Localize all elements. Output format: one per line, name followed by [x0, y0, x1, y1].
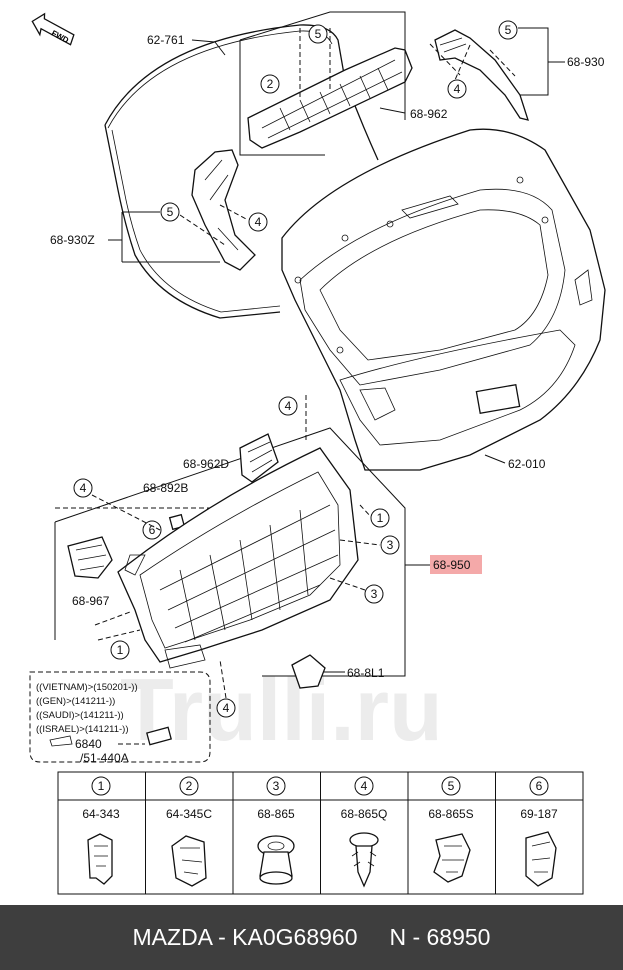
- col-header-3: 3: [273, 779, 280, 793]
- label-68-962d: 68-962D: [183, 457, 229, 471]
- callout-4-lower: [216, 698, 236, 718]
- col-header-4: 4: [361, 779, 368, 793]
- highlight-68-950: [430, 555, 482, 574]
- clip-pn-4: 68-865Q: [341, 807, 388, 821]
- fwd-arrow-icon: FWD: [31, 12, 75, 46]
- clip-pn-5: 68-865S: [428, 807, 473, 821]
- cover-68-967: [67, 536, 113, 579]
- variant-note-box: [29, 671, 211, 763]
- callout-5-right: [498, 20, 518, 40]
- callout-3-upper: [380, 535, 400, 555]
- clip-table-headers: 1 2 3 4 5 6: [91, 776, 549, 796]
- svg-text:5: 5: [167, 205, 174, 219]
- callout-1-left: [110, 640, 130, 660]
- clip-3-icon: [257, 835, 295, 885]
- label-68-962: 68-962: [410, 107, 448, 121]
- clip-2-icon: [171, 835, 207, 887]
- svg-text:4: 4: [454, 82, 461, 96]
- clip-pn-6: 69-187: [520, 807, 558, 821]
- leader-62-761: [191, 39, 216, 43]
- pointer-hand-icon: [49, 735, 73, 747]
- variant-note-2: ((GEN)>(141211-)): [36, 696, 115, 707]
- pillar-trim-68-930: [434, 29, 529, 121]
- label-68-892b: 68-892B: [143, 481, 188, 495]
- callout-4-upper: [278, 396, 298, 416]
- clip-4-icon: [349, 832, 379, 888]
- label-6840: 6840: [75, 737, 102, 751]
- label-68-967: 68-967: [72, 594, 110, 608]
- col-header-2: 2: [186, 779, 193, 793]
- trim-panel-68-950: [117, 447, 359, 669]
- variant-note-3: ((SAUDI)>(141211-)): [36, 710, 124, 721]
- clip-pn-1: 64-343: [82, 807, 120, 821]
- liftgate-62-010: [281, 128, 606, 471]
- svg-text:3: 3: [371, 587, 378, 601]
- watermark: Trulli.ru: [120, 660, 443, 759]
- label-68-930: 68-930: [567, 55, 605, 69]
- pillar-trim-68-930z: [191, 149, 256, 271]
- svg-text:4: 4: [255, 215, 262, 229]
- label-68-930z: 68-930Z: [50, 233, 95, 247]
- label-68-950: 68-950: [433, 558, 471, 572]
- svg-text:1: 1: [377, 511, 384, 525]
- clip-1-icon: [87, 833, 113, 885]
- trim-panel-box: [54, 427, 406, 677]
- svg-text:2: 2: [267, 77, 274, 91]
- clip-table: [57, 771, 584, 895]
- emblem-51-440a: [146, 726, 172, 746]
- svg-text:5: 5: [315, 27, 322, 41]
- footer-bar: MAZDA - KA0G68960 N - 68950: [0, 905, 623, 970]
- col-header-1: 1: [98, 779, 105, 793]
- clip-table-part-numbers: 64-343 64-345C 68-865 68-865Q 68-865S 69…: [82, 807, 558, 821]
- svg-text:4: 4: [223, 701, 230, 715]
- parts-diagram: Trulli.ru FWD 62-761 5 2 68-962 5 4 68-9…: [29, 11, 606, 895]
- clip-5-icon: [433, 833, 471, 883]
- clip-pn-3: 68-865: [257, 807, 295, 821]
- clip-pn-2: 64-345C: [166, 807, 212, 821]
- callout-2-top: [260, 74, 280, 94]
- callout-5-top: [308, 24, 328, 44]
- callout-3-lower: [364, 584, 384, 604]
- svg-text:5: 5: [505, 23, 512, 37]
- leader-68-962: [379, 107, 406, 114]
- svg-text:1: 1: [117, 643, 124, 657]
- svg-text:4: 4: [285, 399, 292, 413]
- svg-text:4: 4: [80, 481, 87, 495]
- callout-4-right: [447, 79, 467, 99]
- footer-part-info: MAZDA - KA0G68960 N - 68950: [132, 924, 491, 950]
- handle-cover-68-962d: [239, 433, 279, 483]
- label-51-440a: /51-440A: [80, 751, 129, 765]
- spoiler-trim-68-962: [247, 47, 413, 149]
- callout-1-right: [370, 508, 390, 528]
- pad-68-8l1: [291, 654, 326, 689]
- clip-6-icon: [525, 831, 557, 887]
- callout-5-left: [160, 202, 180, 222]
- variant-note-1: ((VIETNAM)>(150201-)): [36, 682, 138, 693]
- svg-text:3: 3: [387, 538, 394, 552]
- variant-note-4: ((ISRAEL)>(141211-)): [36, 724, 128, 735]
- label-62-761: 62-761: [147, 33, 185, 47]
- col-header-6: 6: [536, 779, 543, 793]
- callout-4-left: [248, 212, 268, 232]
- svg-text:6: 6: [149, 523, 156, 537]
- callout-6: [142, 520, 162, 540]
- label-62-010: 62-010: [508, 457, 546, 471]
- label-68-8l1: 68-8L1: [347, 666, 385, 680]
- callout-4-mid: [73, 478, 93, 498]
- col-header-5: 5: [448, 779, 455, 793]
